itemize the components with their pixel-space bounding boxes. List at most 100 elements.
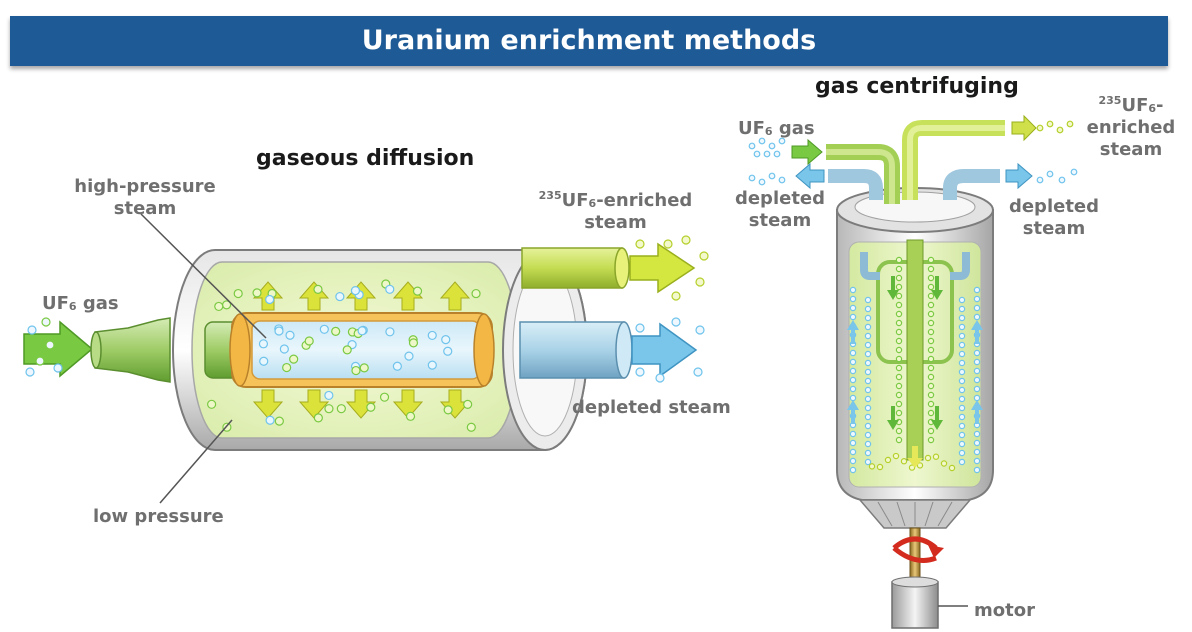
centrifuge-title: gas centrifuging: [815, 74, 1019, 99]
particle-dot: [973, 376, 981, 384]
particle-dot: [927, 319, 935, 327]
particle-dot: [895, 427, 903, 435]
enriched-suffix: -enriched: [596, 190, 693, 211]
uf6-subscript: 6: [68, 300, 77, 313]
particle-dot: [778, 137, 786, 145]
particle-dot: [748, 142, 756, 150]
particle-dot: [973, 286, 981, 294]
particle-dot: [342, 345, 352, 355]
c-enriched-line2: enriched: [1086, 117, 1176, 138]
particle-dot: [927, 382, 935, 390]
particle-dot: [927, 292, 935, 300]
enriched-superscript: 235: [538, 189, 562, 202]
particle-dot: [45, 340, 55, 350]
particle-dot: [927, 346, 935, 354]
depleted-left-line2: steam: [748, 210, 812, 231]
particle-dot: [849, 430, 857, 438]
particle-dot: [864, 332, 872, 340]
low-pressure-leader: [159, 419, 233, 504]
particle-dot: [932, 453, 940, 460]
particle-dot: [279, 344, 289, 354]
particle-dot: [927, 436, 935, 444]
high-pressure-line2: steam: [113, 198, 177, 219]
particle-dot: [958, 440, 966, 448]
particle-dot: [864, 341, 872, 349]
particle-dot: [758, 137, 766, 145]
particle-dot: [868, 463, 876, 470]
particle-dot: [768, 142, 776, 150]
particle-dot: [335, 291, 345, 302]
particle-dot: [265, 415, 275, 425]
particle-dot: [895, 400, 903, 408]
particle-dot: [895, 391, 903, 399]
particle-dot: [973, 349, 981, 357]
enriched-arrow-icon: [629, 242, 696, 294]
particle-dot: [927, 328, 935, 336]
particle-dot: [973, 295, 981, 303]
particle-dot: [927, 400, 935, 408]
particle-dot: [1046, 170, 1054, 178]
c-enriched-mid: UF: [1121, 95, 1149, 116]
particle-dot: [958, 422, 966, 430]
particle-dot: [379, 392, 390, 402]
particle-dot: [958, 359, 966, 367]
particle-dot: [864, 377, 872, 385]
particle-dot: [1036, 176, 1044, 184]
particle-dot: [359, 363, 369, 373]
particle-dot: [324, 390, 334, 401]
centrifuge-enriched-arrow-icon: [1011, 114, 1037, 142]
particle-dot: [864, 422, 872, 430]
particle-dot: [207, 399, 217, 409]
diffusion-particles: [25, 235, 709, 432]
inlet-nozzle: [94, 317, 171, 383]
particle-dot: [41, 317, 51, 327]
particle-dot: [671, 291, 681, 301]
centrifuge-flow-arrows: [847, 276, 983, 468]
particle-dot: [973, 448, 981, 456]
particle-dot: [900, 458, 908, 465]
particle-dot: [274, 326, 284, 336]
particle-dot: [681, 235, 691, 245]
particle-dot: [895, 364, 903, 372]
centrifuge-depleted-left-label: depleted steam: [730, 188, 830, 232]
diffusion-uf6-label: UF6 gas: [42, 293, 119, 315]
particle-dot: [466, 422, 476, 432]
particle-dot: [973, 466, 981, 474]
particle-dot: [876, 463, 884, 471]
particle-dot: [973, 439, 981, 447]
particle-dot: [895, 337, 903, 345]
particle-dot: [958, 323, 966, 331]
high-pressure-label: high-pressure steam: [60, 176, 230, 220]
particle-dot: [763, 150, 771, 158]
particle-dot: [864, 404, 872, 412]
diffusion-depleted-label: depleted steam: [572, 397, 731, 418]
particle-dot: [404, 351, 414, 361]
particle-dot: [25, 367, 35, 377]
particle-dot: [289, 354, 299, 364]
particle-dot: [336, 404, 346, 414]
particle-dot: [864, 449, 872, 457]
particle-dot: [958, 296, 966, 304]
particle-dot: [958, 305, 966, 313]
particle-dot: [849, 376, 857, 384]
particle-dot: [1046, 120, 1054, 128]
particle-dot: [331, 326, 341, 336]
uf6-suffix: gas: [76, 293, 119, 314]
particle-dot: [259, 356, 269, 366]
particle-dot: [895, 319, 903, 327]
particle-dot: [1070, 168, 1078, 176]
particle-dot: [958, 449, 966, 457]
particle-dot: [958, 458, 966, 466]
particle-dot: [895, 292, 903, 300]
enriched-outlet-tube: [521, 247, 623, 289]
particle-dot: [768, 172, 776, 180]
particle-dot: [441, 335, 451, 345]
particle-dot: [655, 373, 665, 383]
motor-block: [891, 581, 939, 629]
particle-dot: [1058, 176, 1066, 184]
particle-dot: [1036, 124, 1044, 132]
high-pressure-line1: high-pressure: [74, 176, 216, 197]
particle-dot: [927, 265, 935, 273]
particle-dot: [948, 464, 956, 472]
